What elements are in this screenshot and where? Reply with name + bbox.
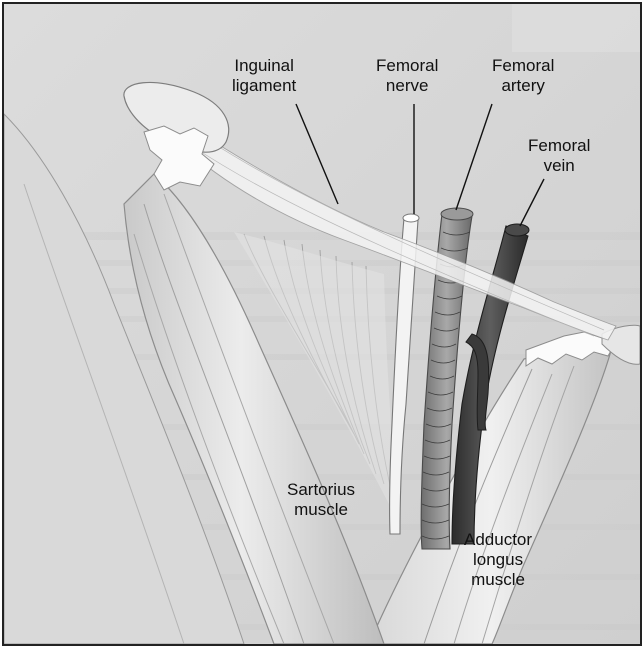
label-femoral-nerve-line1: Femoral xyxy=(376,56,438,76)
label-adductor-longus-line2: longus xyxy=(464,550,532,570)
label-adductor-longus-line1: Adductor xyxy=(464,530,532,550)
label-femoral-vein-line2: vein xyxy=(528,156,590,176)
label-sartorius-muscle-line2: muscle xyxy=(287,500,355,520)
anatomy-illustration xyxy=(4,4,640,644)
label-sartorius-muscle: Sartorius muscle xyxy=(287,480,355,520)
label-femoral-artery-line1: Femoral xyxy=(492,56,554,76)
label-femoral-nerve-line2: nerve xyxy=(376,76,438,96)
label-adductor-longus-line3: muscle xyxy=(464,570,532,590)
label-femoral-vein: Femoral vein xyxy=(528,136,590,176)
label-sartorius-muscle-line1: Sartorius xyxy=(287,480,355,500)
label-femoral-artery: Femoral artery xyxy=(492,56,554,96)
label-inguinal-ligament: Inguinal ligament xyxy=(232,56,296,96)
label-adductor-longus-muscle: Adductor longus muscle xyxy=(464,530,532,590)
label-femoral-nerve: Femoral nerve xyxy=(376,56,438,96)
label-femoral-artery-line2: artery xyxy=(492,76,554,96)
label-inguinal-ligament-line2: ligament xyxy=(232,76,296,96)
label-femoral-vein-line1: Femoral xyxy=(528,136,590,156)
label-inguinal-ligament-line1: Inguinal xyxy=(232,56,296,76)
